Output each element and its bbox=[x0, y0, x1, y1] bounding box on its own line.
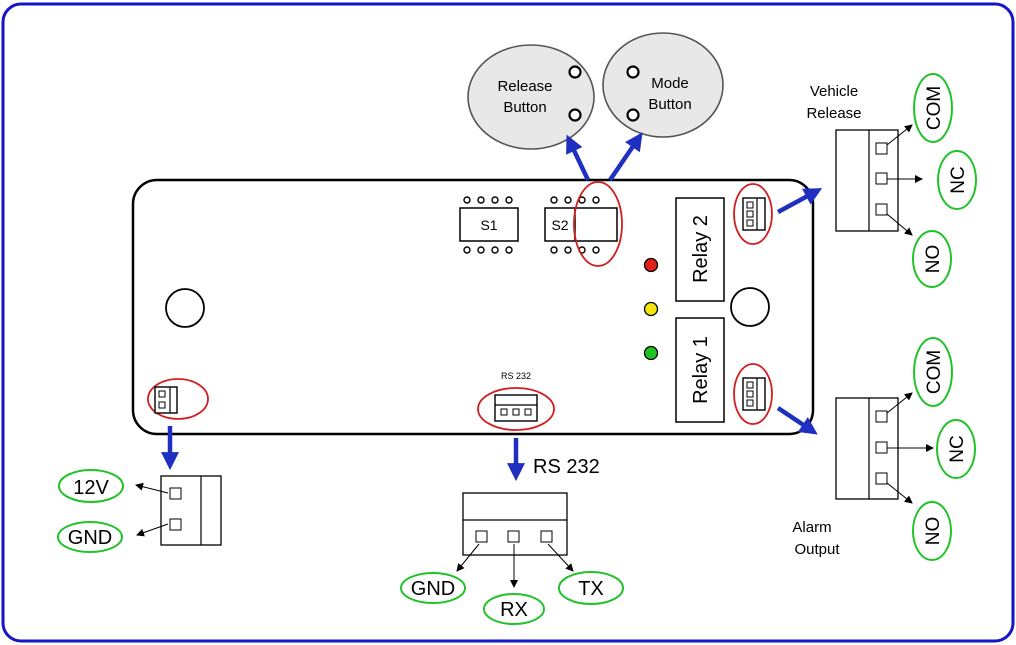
led-yellow bbox=[643, 301, 659, 317]
mode-button-contact-top bbox=[626, 65, 640, 79]
mounting-hole-right bbox=[730, 287, 770, 327]
chip-s1: S1 bbox=[459, 196, 519, 254]
svg-text:GND: GND bbox=[68, 527, 112, 549]
button-header-highlight bbox=[573, 181, 623, 267]
vehicle-release-pin-com: COM bbox=[913, 73, 953, 143]
rs232-board-label: RS 232 bbox=[501, 371, 531, 381]
svg-text:GND: GND bbox=[411, 578, 455, 600]
svg-text:Vehicle: Vehicle bbox=[810, 83, 858, 100]
mounting-hole-left bbox=[165, 288, 205, 328]
mode-button-bubble: Mode Button bbox=[602, 32, 724, 138]
led-red bbox=[643, 257, 659, 273]
relay-2: Relay 2 bbox=[675, 197, 725, 302]
svg-text:RX: RX bbox=[500, 599, 528, 621]
alarm-output-title-line2: Output bbox=[794, 541, 840, 558]
rs232-connector-board: RS 232 bbox=[477, 371, 555, 431]
svg-text:Output: Output bbox=[794, 541, 840, 558]
svg-text:NO: NO bbox=[923, 245, 944, 274]
rs232-pin-gnd: GND bbox=[400, 572, 466, 604]
svg-text:NC: NC bbox=[948, 166, 969, 193]
vehicle-release-pin-no: NO bbox=[912, 230, 952, 288]
alarm-output-pin-nc: NC bbox=[936, 419, 976, 479]
svg-text:COM: COM bbox=[924, 350, 945, 394]
svg-text:NC: NC bbox=[947, 435, 968, 462]
relay-2-label: Relay 2 bbox=[690, 215, 712, 283]
svg-text:Mode: Mode bbox=[651, 75, 689, 92]
vehicle-release-pin-nc: NC bbox=[937, 150, 977, 210]
chip-s2: S2 bbox=[544, 196, 618, 254]
release-button-bubble: Release Button bbox=[467, 44, 595, 150]
rs232-terminal-title: RS 232 bbox=[533, 456, 600, 478]
arrow-to-vehicle-release bbox=[776, 188, 823, 214]
relay-2-connector bbox=[733, 183, 773, 245]
vehicle-release-title-line2: Release bbox=[806, 105, 861, 122]
release-button-contact-bottom bbox=[568, 108, 582, 122]
power-pin-12v: 12V bbox=[58, 469, 124, 503]
controller-board: S1 S2 Relay 2 bbox=[131, 178, 815, 436]
relay-1-connector bbox=[733, 363, 773, 425]
blue-arrows bbox=[161, 132, 823, 482]
board-outline bbox=[131, 178, 815, 436]
release-button-line1: Release bbox=[497, 78, 552, 95]
svg-text:Button: Button bbox=[648, 96, 691, 113]
alarm-output-pin-no: NO bbox=[912, 501, 952, 561]
rs232-pin-rx: RX bbox=[483, 593, 545, 625]
arrow-to-mode-button bbox=[608, 132, 643, 182]
chip-s2-label: S2 bbox=[551, 217, 568, 233]
svg-text:TX: TX bbox=[578, 578, 604, 600]
vehicle-release-title-line1: Vehicle bbox=[810, 83, 858, 100]
release-button-contact-top bbox=[568, 65, 582, 79]
svg-text:Alarm: Alarm bbox=[792, 519, 831, 536]
alarm-output-pin-com: COM bbox=[913, 337, 953, 407]
svg-text:Button: Button bbox=[503, 99, 546, 116]
relay-1: Relay 1 bbox=[675, 317, 725, 423]
mode-button-line2: Button bbox=[648, 96, 691, 113]
relay-1-label: Relay 1 bbox=[690, 336, 712, 404]
svg-text:Release: Release bbox=[806, 105, 861, 122]
svg-text:Release: Release bbox=[497, 78, 552, 95]
chip-s1-label: S1 bbox=[480, 217, 497, 233]
rs232-pin-tx: TX bbox=[558, 571, 624, 605]
led-green bbox=[643, 345, 659, 361]
svg-text:NO: NO bbox=[923, 517, 944, 546]
alarm-output-title-line1: Alarm bbox=[792, 519, 831, 536]
power-connector-board bbox=[147, 378, 209, 420]
power-pin-gnd: GND bbox=[57, 521, 123, 553]
svg-text:12V: 12V bbox=[73, 477, 109, 499]
mode-button-line1: Mode bbox=[651, 75, 689, 92]
mode-button-contact-bottom bbox=[626, 108, 640, 122]
alarm-output-terminal: Alarm Output bbox=[792, 392, 934, 558]
arrow-to-alarm-output bbox=[776, 406, 818, 435]
release-button-line2: Button bbox=[503, 99, 546, 116]
svg-text:COM: COM bbox=[924, 86, 945, 130]
rs232-terminal: RS 232 bbox=[456, 456, 600, 588]
arrow-to-release-button bbox=[566, 134, 591, 181]
vehicle-release-terminal: Vehicle Release bbox=[806, 83, 923, 236]
power-terminal bbox=[135, 475, 222, 546]
